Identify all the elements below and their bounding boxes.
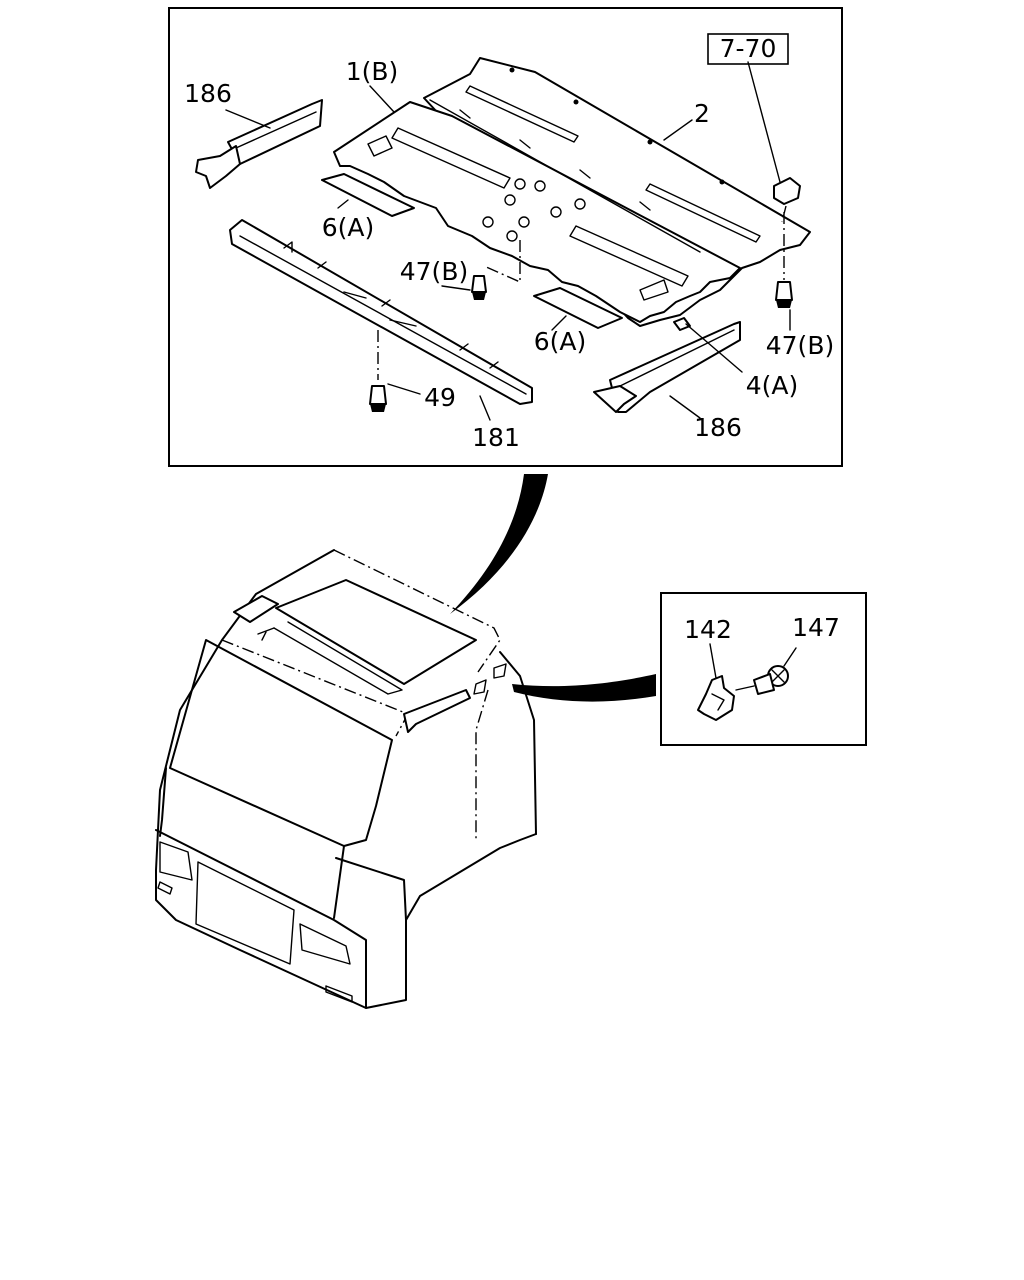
trim-186-top <box>195 99 323 189</box>
label-6a-left: 6(A) <box>322 213 375 242</box>
detail-frame-side <box>660 592 867 746</box>
pad-6a-left <box>321 173 415 217</box>
fastener-49 <box>369 385 387 412</box>
callout-wedge-top <box>450 474 548 614</box>
label-4a: 4(A) <box>746 371 799 400</box>
leader-lines-side <box>709 643 797 679</box>
bar-181 <box>229 219 533 405</box>
label-186-bottom: 186 <box>694 413 742 442</box>
label-47b-right: 47(B) <box>766 331 834 360</box>
label-6a-right: 6(A) <box>534 327 587 356</box>
leader-lines-top <box>225 61 791 421</box>
ref-box-7-70 <box>707 33 789 65</box>
truck-cab-illustration <box>155 549 537 1009</box>
detail-frame-main <box>168 7 843 467</box>
headliner-panel-1b <box>333 99 741 323</box>
label-181: 181 <box>472 423 520 452</box>
fastener-47b-right <box>775 281 793 308</box>
label-142: 142 <box>684 615 732 644</box>
bolt-147 <box>735 665 789 695</box>
clip-4a <box>673 317 691 331</box>
label-49: 49 <box>424 383 456 412</box>
alignment-lines <box>377 205 787 380</box>
trim-186-bottom <box>593 321 741 413</box>
label-47b-left: 47(B) <box>400 257 468 286</box>
fastener-47b-left <box>471 275 487 300</box>
clip-7-70-part <box>773 177 801 205</box>
label-2: 2 <box>694 99 710 128</box>
label-147: 147 <box>792 613 840 642</box>
callout-wedge-side <box>512 674 656 702</box>
pad-6a-right <box>533 287 623 329</box>
label-1b: 1(B) <box>346 57 399 86</box>
label-186-top: 186 <box>184 79 232 108</box>
label-ref-7-70: 7-70 <box>720 34 777 63</box>
bracket-142 <box>697 675 735 721</box>
